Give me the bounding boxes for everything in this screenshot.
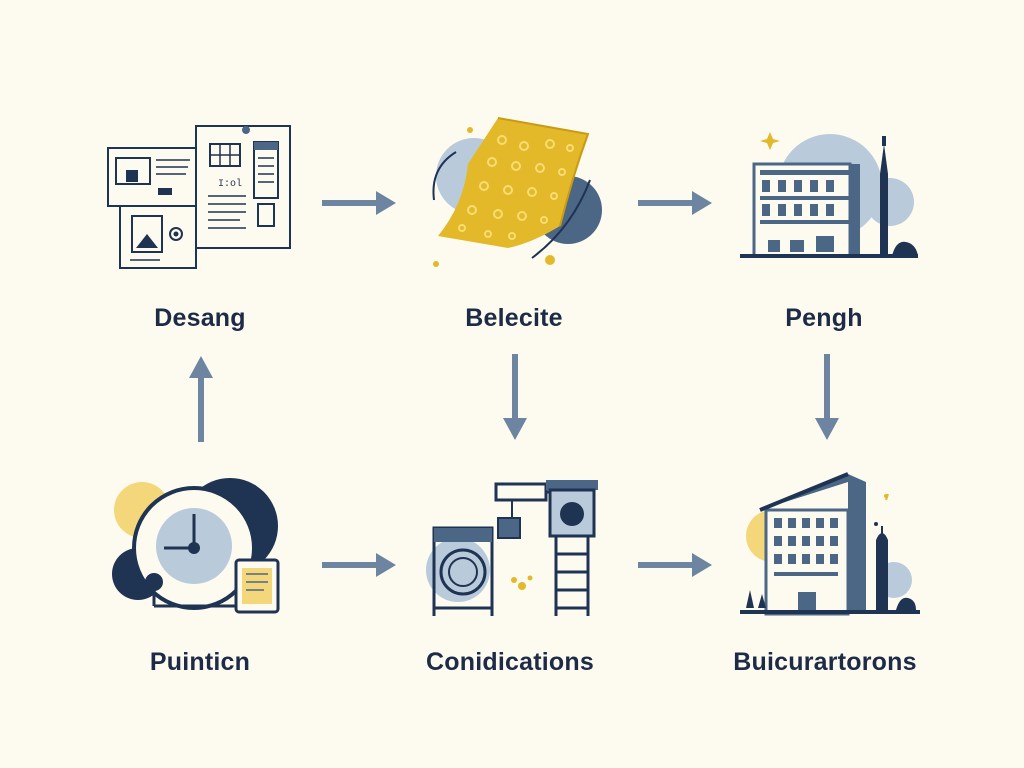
building-bottom-node — [736, 470, 926, 620]
arrow-timer-to-documents — [189, 356, 213, 442]
gold-fabric-icon — [432, 117, 602, 267]
arrow-timer-to-machines — [322, 553, 396, 577]
building-icon — [740, 132, 918, 258]
arrow-fabric-to-building — [638, 191, 712, 215]
machines-node — [418, 476, 608, 621]
documents-label: Desang — [154, 304, 246, 332]
arrow-documents-to-fabric — [322, 191, 396, 215]
fabric-node — [412, 108, 612, 273]
clock-icon — [112, 478, 280, 614]
timer-label: Puinticn — [149, 648, 251, 676]
washing-machine-icon — [426, 480, 598, 616]
timer-node — [108, 470, 288, 620]
arrow-machines-to-office — [638, 553, 712, 577]
building-bottom-label: Buicurartorons — [733, 648, 917, 676]
arrow-fabric-to-machines — [503, 354, 527, 440]
arrow-building-to-office — [815, 354, 839, 440]
building-top-node — [734, 124, 924, 264]
fabric-label: Belecite — [465, 304, 563, 332]
documents-icon: I:ol — [107, 125, 291, 269]
machines-label: Conidications — [426, 648, 594, 676]
building-top-label: Pengh — [785, 304, 863, 332]
office-building-icon — [740, 472, 920, 616]
svg-text:I:ol: I:ol — [218, 178, 242, 190]
documents-node: I:ol — [100, 118, 300, 273]
